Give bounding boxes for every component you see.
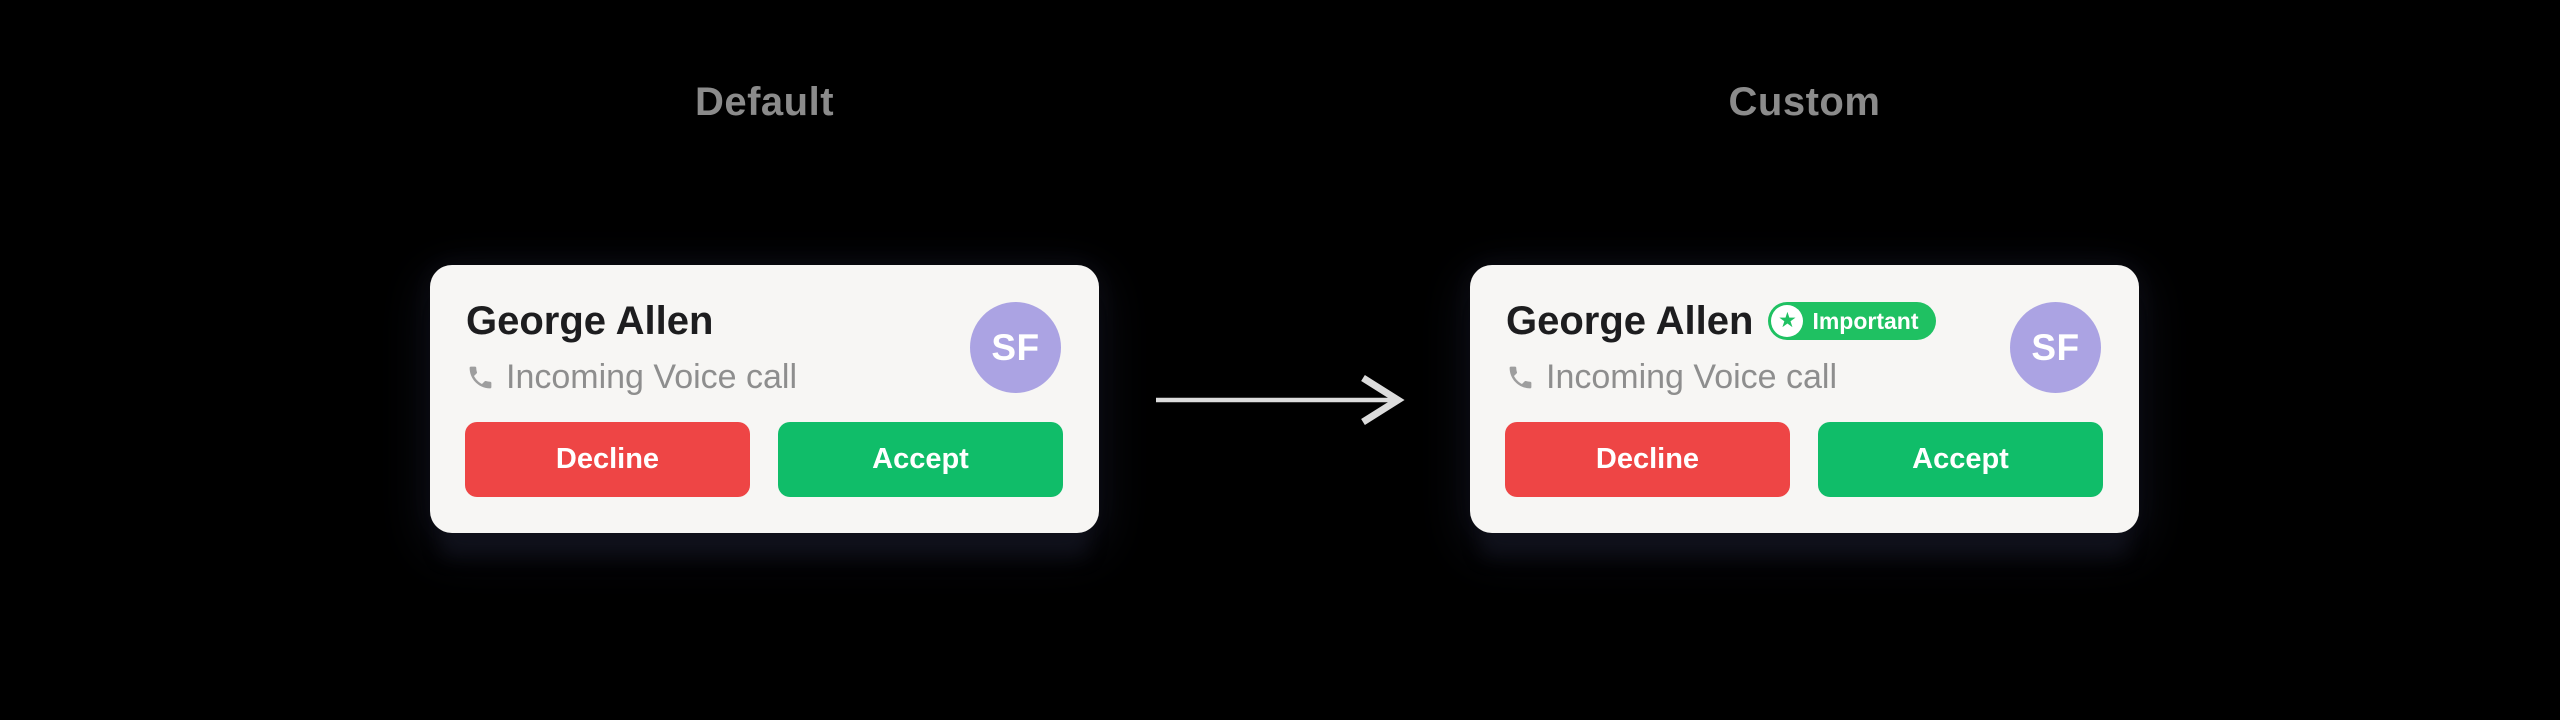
avatar: SF [970, 302, 1061, 393]
panel-default: Default George Allen Incoming Voice call… [430, 0, 1099, 720]
star-icon: ★ [1771, 305, 1804, 337]
incoming-call-card-custom: George Allen ★ Important Incoming Voice … [1470, 265, 2139, 533]
incoming-call-card-default: George Allen Incoming Voice call SF Decl… [430, 265, 1099, 533]
panel-title-default: Default [694, 80, 835, 124]
arrow-right-icon [1150, 374, 1410, 426]
contact-name: George Allen [466, 299, 714, 343]
important-badge: ★ Important [1768, 302, 1936, 340]
name-row: George Allen ★ Important [1506, 299, 1989, 343]
name-row: George Allen [466, 299, 949, 343]
badge-label: Important [1812, 307, 1919, 334]
accept-button[interactable]: Accept [1818, 422, 2103, 497]
panel-title-custom: Custom [1728, 80, 1881, 124]
decline-button[interactable]: Decline [1505, 422, 1790, 497]
panel-custom: Custom George Allen ★ Important Incoming [1470, 0, 2139, 720]
avatar-initials: SF [2031, 326, 2080, 368]
status-row: Incoming Voice call [466, 358, 949, 397]
phone-icon [1506, 363, 1535, 392]
phone-icon [466, 363, 495, 392]
decline-button[interactable]: Decline [465, 422, 750, 497]
star-glyph: ★ [1778, 307, 1797, 332]
contact-name: George Allen [1506, 299, 1754, 343]
avatar: SF [2010, 302, 2101, 393]
call-actions: Decline Accept [465, 422, 1063, 497]
call-status-text: Incoming Voice call [1546, 358, 1838, 396]
call-actions: Decline Accept [1505, 422, 2103, 497]
call-status-text: Incoming Voice call [506, 358, 798, 396]
accept-button[interactable]: Accept [778, 422, 1063, 497]
status-row: Incoming Voice call [1506, 358, 1989, 397]
avatar-initials: SF [991, 326, 1040, 368]
